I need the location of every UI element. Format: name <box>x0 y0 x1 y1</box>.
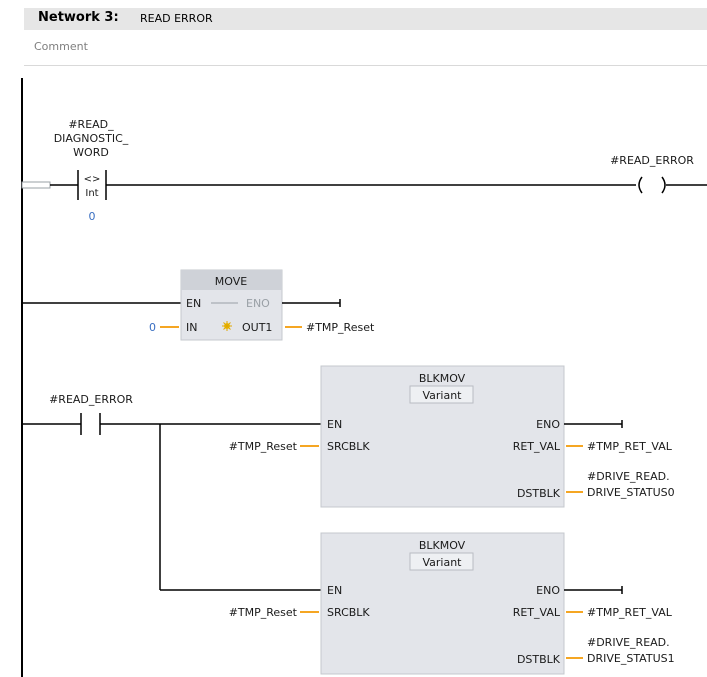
compare-value[interactable]: 0 <box>89 210 96 223</box>
blkmov-2-srcblk-operand[interactable]: #TMP_Reset <box>229 606 298 619</box>
blkmov-1-retval-operand[interactable]: #TMP_RET_VAL <box>587 440 673 453</box>
blkmov-box-1[interactable]: BLKMOV Variant EN ENO SRCBLK RET_VAL DST… <box>320 365 565 508</box>
rung-1-start-marker <box>21 181 51 189</box>
blkmov-1-srcblk-pin: SRCBLK <box>327 440 370 453</box>
rung-2: MOVE EN ENO IN OUT1 0 #TMP_Reset <box>22 269 375 341</box>
move-box[interactable]: MOVE EN ENO IN OUT1 <box>180 269 283 341</box>
blkmov-2-dstblk-pin: DSTBLK <box>517 653 561 666</box>
coil[interactable]: #READ_ERROR <box>610 154 694 194</box>
blkmov-2-retval-operand[interactable]: #TMP_RET_VAL <box>587 606 673 619</box>
blkmov-2-dstblk-operand-line-1[interactable]: #DRIVE_READ. <box>587 636 670 649</box>
move-title: MOVE <box>215 275 247 288</box>
network-comment-field[interactable]: Comment <box>24 35 707 66</box>
blkmov-2-subtitle: Variant <box>422 556 462 569</box>
compare-contact[interactable]: #READ_ DIAGNOSTIC_ WORD <> Int 0 <box>54 118 129 223</box>
blkmov-2-eno-pin: ENO <box>536 584 560 597</box>
compare-operator: <> <box>84 174 101 185</box>
blkmov-1-dstblk-operand-line-1[interactable]: #DRIVE_READ. <box>587 470 670 483</box>
blkmov-1-srcblk-operand[interactable]: #TMP_Reset <box>229 440 298 453</box>
compare-type: Int <box>85 188 98 199</box>
blkmov-box-2[interactable]: BLKMOV Variant EN ENO SRCBLK RET_VAL DST… <box>320 532 565 675</box>
blkmov-2-en-pin: EN <box>327 584 342 597</box>
contact-operand-line-2: DIAGNOSTIC_ <box>54 132 129 145</box>
blkmov-1-dstblk-pin: DSTBLK <box>517 487 561 500</box>
contact-operand-line-3: WORD <box>73 146 109 159</box>
move-en-pin: EN <box>186 297 201 310</box>
move-in-pin: IN <box>186 321 197 334</box>
move-out-operand[interactable]: #TMP_Reset <box>306 321 375 334</box>
rung-3-contact-operand: #READ_ERROR <box>49 393 133 406</box>
blkmov-2-srcblk-pin: SRCBLK <box>327 606 370 619</box>
blkmov-1-title: BLKMOV <box>419 372 466 385</box>
blkmov-1-type-field[interactable] <box>409 385 474 404</box>
blkmov-1-subtitle: Variant <box>422 389 462 402</box>
blkmov-1-en-pin: EN <box>327 418 342 431</box>
blkmov-2-retval-pin: RET_VAL <box>513 606 561 619</box>
contact-operand-line-1: #READ_ <box>68 118 114 131</box>
network-number: Network 3: <box>38 10 119 25</box>
blkmov-1-eno-pin: ENO <box>536 418 560 431</box>
move-in-value[interactable]: 0 <box>149 321 156 334</box>
blkmov-2-type-field[interactable] <box>409 552 474 571</box>
move-box-title-bar <box>181 270 282 290</box>
coil-operand: #READ_ERROR <box>610 154 694 167</box>
no-contact[interactable] <box>80 413 101 435</box>
blkmov-1-dstblk-operand-line-2[interactable]: DRIVE_STATUS0 <box>587 486 675 499</box>
move-out-pin: OUT1 <box>242 321 272 334</box>
blkmov-2-dstblk-operand-line-2[interactable]: DRIVE_STATUS1 <box>587 652 675 665</box>
network-title[interactable]: READ ERROR <box>140 12 213 25</box>
rung-3: #READ_ERROR <box>22 393 321 591</box>
rung-1: #READ_ DIAGNOSTIC_ WORD <> Int 0 #READ_E… <box>21 118 707 223</box>
comment-placeholder: Comment <box>34 40 88 53</box>
network-header[interactable]: Network 3: READ ERROR <box>24 8 707 30</box>
add-output-icon[interactable] <box>222 321 232 331</box>
blkmov-1-retval-pin: RET_VAL <box>513 440 561 453</box>
blkmov-2-title: BLKMOV <box>419 539 466 552</box>
move-eno-pin: ENO <box>246 297 270 310</box>
